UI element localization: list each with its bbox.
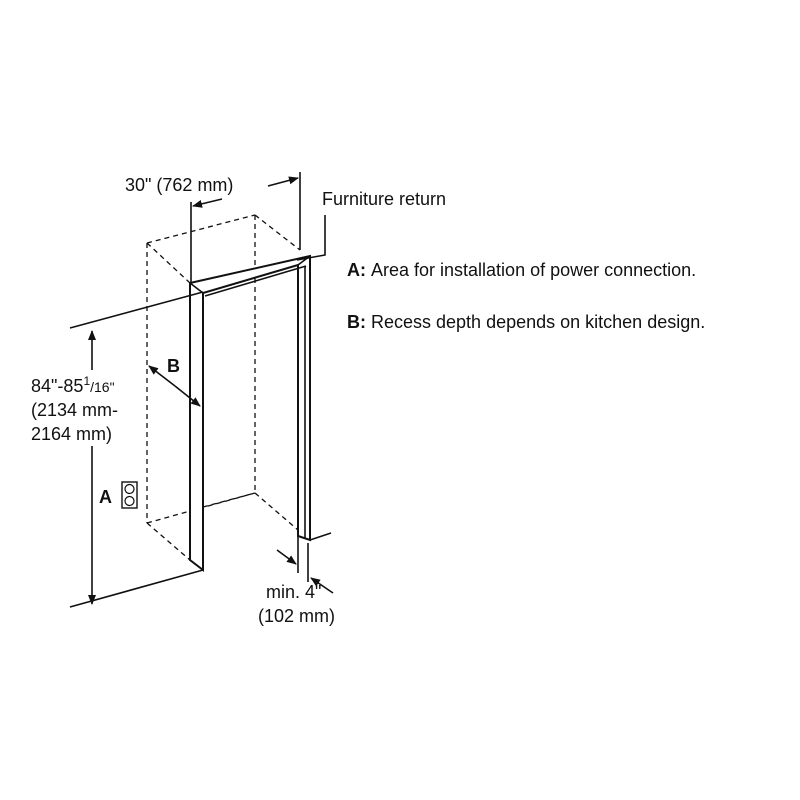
marker-a: A xyxy=(99,487,112,507)
height-dimension: 84"-851/16" (2134 mm- 2164 mm) xyxy=(31,291,204,608)
depth-dimension: min. 4" (102 mm) xyxy=(258,532,335,626)
furniture-return-label: Furniture return xyxy=(322,189,446,209)
furniture-frame xyxy=(189,254,311,573)
legend: A:Area for installation of power connect… xyxy=(347,260,705,332)
power-connection-marker: A xyxy=(99,481,138,509)
legend-item-a: A:Area for installation of power connect… xyxy=(347,260,696,280)
width-label: 30" (762 mm) xyxy=(125,175,233,195)
depth-label-mm: (102 mm) xyxy=(258,606,335,626)
furniture-return-callout: Furniture return xyxy=(296,189,446,261)
width-dimension: 30" (762 mm) xyxy=(125,172,301,282)
recess-depth-marker: B xyxy=(148,356,201,407)
power-outlet-icon xyxy=(121,481,138,509)
height-label-mm-2: 2164 mm) xyxy=(31,424,112,444)
depth-label-in: min. 4" xyxy=(266,582,321,602)
recess-outline xyxy=(146,214,301,561)
height-label-mm-1: (2134 mm- xyxy=(31,400,118,420)
height-label-in: 84"-851/16" xyxy=(31,374,115,396)
marker-b: B xyxy=(167,356,180,376)
legend-item-b: B:Recess depth depends on kitchen design… xyxy=(347,312,705,332)
